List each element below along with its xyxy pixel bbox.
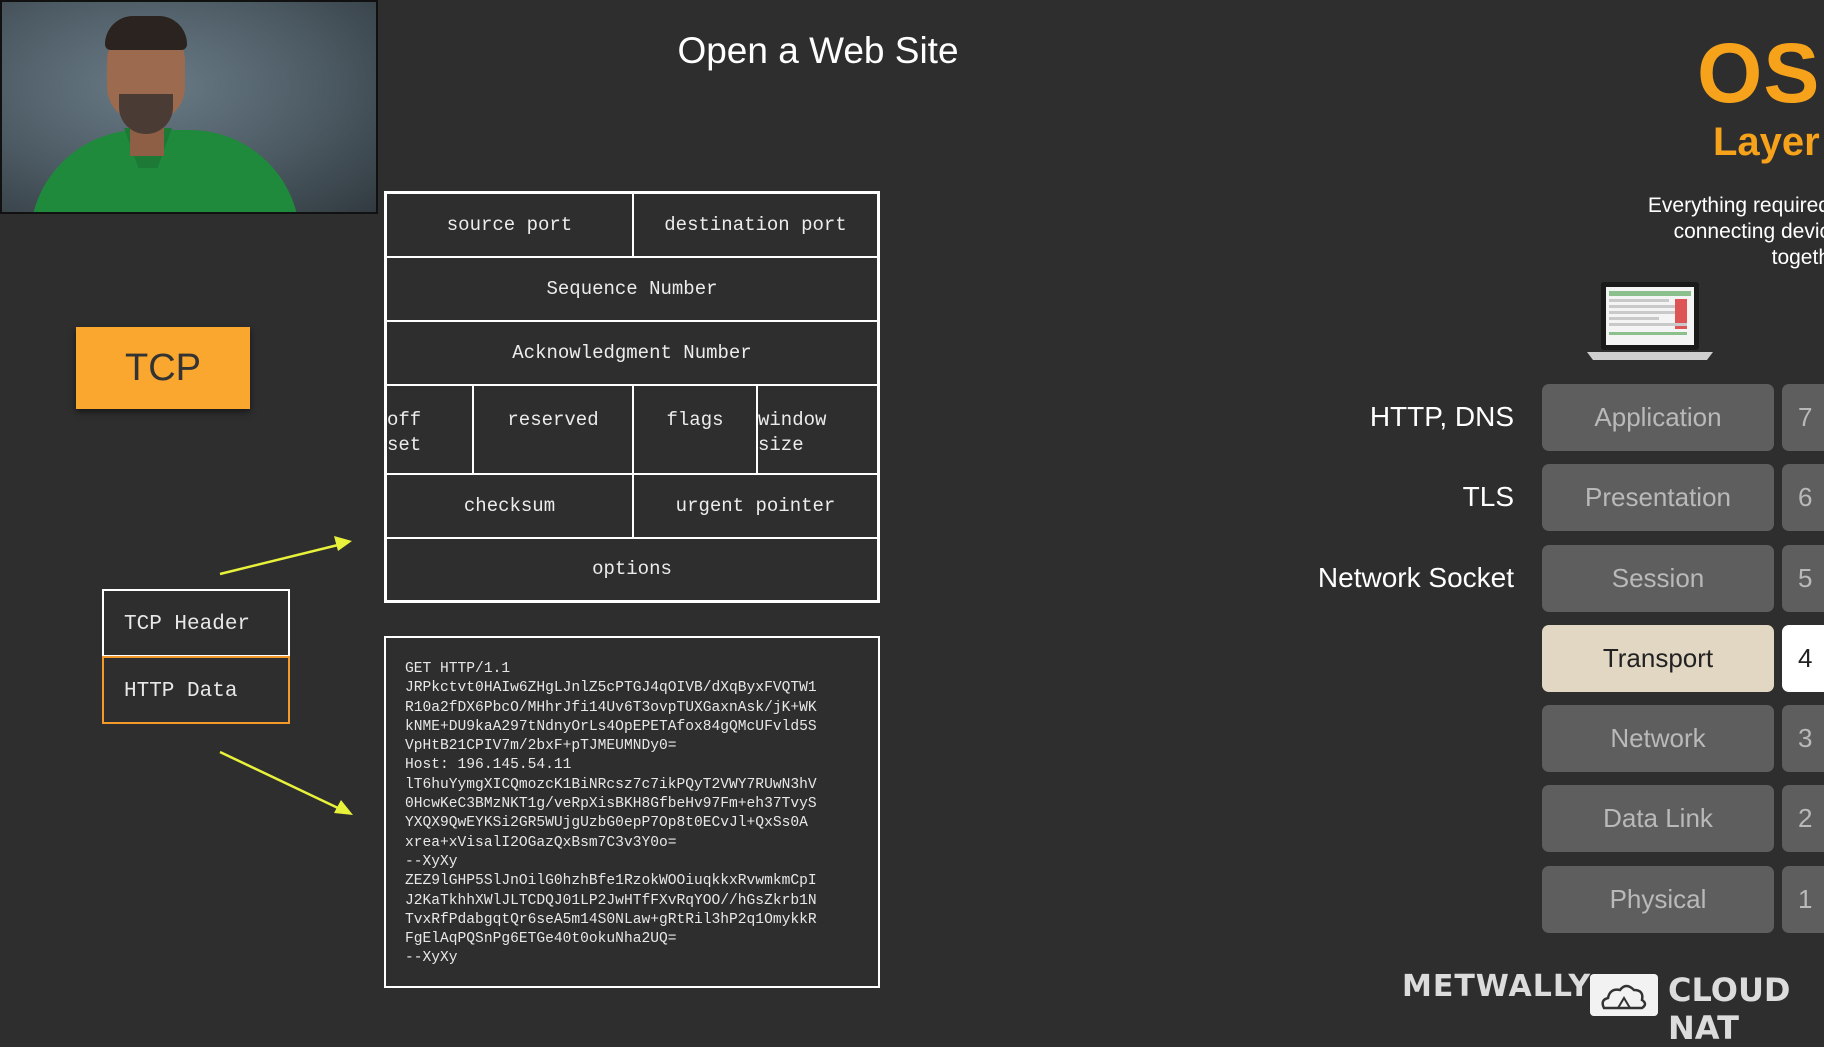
payload-line: --XyXy <box>405 950 458 967</box>
payload-line: R10a2fDX6PbcO/MHhrJfi14Uv6T3ovpTUXGaxnAs… <box>405 699 817 716</box>
payload-line: YXQX9QwEYKSi2GR5WUjgUzbG0epP7Op8t0ECvJl+… <box>405 815 808 832</box>
layer-application: Application <box>1542 384 1774 451</box>
destination-port-field: destination port <box>633 193 878 257</box>
payload-line: TvxRfPdabgqtQr6seA5m14S0NLaw+gRtRil3hP2q… <box>405 911 817 928</box>
tcp-label-box: TCP <box>76 327 250 409</box>
payload-line: Host: 196.145.54.11 <box>405 757 572 774</box>
tcp-header-table: source port destination port Sequence Nu… <box>384 191 880 603</box>
payload-line: ZEZ9lGHP5SlJnOilG0hzhBfe1RzokWOOiuqkkxRv… <box>405 873 817 890</box>
desc-line: togeth <box>1771 246 1824 269</box>
payload-line: lT6huYymgXICQmozcK1BiNRcsz7c7ikPQyT2VWY7… <box>405 776 817 793</box>
reserved-field: reserved <box>473 385 633 474</box>
cloud-logo-icon <box>1590 974 1658 1016</box>
window-line-2: size <box>758 434 804 456</box>
desc-line: connecting devic <box>1673 220 1824 243</box>
flags-field: flags <box>633 385 757 474</box>
payload-line: --XyXy <box>405 853 458 870</box>
layer-number: 5 <box>1782 545 1824 612</box>
osi-description: Everything required connecting devic tog… <box>1600 193 1824 271</box>
http-payload-box: GET HTTP/1.1 JRPkctvt0HAIw6ZHgLJnlZ5cPTG… <box>384 636 880 988</box>
payload-line: J2KaTkhhXWlJLTCDQJ01LP2JwHTfFXvRqYOO//hG… <box>405 892 817 909</box>
layer-network: Network <box>1542 705 1774 772</box>
acknowledgment-number-field: Acknowledgment Number <box>386 321 878 385</box>
options-field: options <box>386 538 878 601</box>
layer-number: 7 <box>1782 384 1824 451</box>
layer-number: 4 <box>1782 625 1824 692</box>
laptop-icon <box>1587 282 1713 360</box>
protocol-label: HTTP, DNS <box>1369 401 1514 432</box>
metwally-logo: METWALLY <box>1402 969 1592 1004</box>
payload-line: 0HcwKeC3BMzNKT1g/veRpXisBKH8GfbeHv97Fm+e… <box>405 796 817 813</box>
window-line-1: window <box>758 409 827 431</box>
arrow-to-payload <box>219 750 339 810</box>
window-size-field: window size <box>757 385 878 474</box>
source-port-field: source port <box>386 193 633 257</box>
arrow-to-header <box>219 543 339 576</box>
urgent-pointer-field: urgent pointer <box>633 474 878 538</box>
protocol-label: TLS <box>1462 481 1514 512</box>
slide-title: Open a Web Site <box>677 30 959 71</box>
layer-physical: Physical <box>1542 866 1774 933</box>
layer-transport: Transport <box>1542 625 1774 692</box>
layer-data-link: Data Link <box>1542 785 1774 852</box>
layer-session: Session <box>1542 545 1774 612</box>
offset-line-2: set <box>387 434 422 456</box>
protocol-label: Network Socket <box>1317 562 1514 593</box>
osi-title: OSI <box>1697 26 1824 120</box>
payload-line: xrea+xVisalI2OGazQxBsm7C3v3Y0o= <box>405 834 677 851</box>
arrow-head-icon <box>334 536 352 551</box>
pointer-arrows <box>219 536 353 815</box>
arrow-head-icon <box>334 800 353 815</box>
payload-line: JRPkctvt0HAIw6ZHgLJnlZ5cPTGJ4qOIVB/dXqBy… <box>405 680 817 697</box>
payload-line: VpHtB21CPIV7m/2bxF+pTJMEUMNDy0= <box>405 738 677 755</box>
osi-subtitle: Layer <box>1713 120 1820 164</box>
offset-line-1: off <box>387 409 422 431</box>
http-data-block: HTTP Data <box>102 656 290 724</box>
layer-number: 3 <box>1782 705 1824 772</box>
payload-line: FgElAqPQSnPg6ETGe40t0okuNha2UQ= <box>405 931 677 948</box>
webcam-video <box>0 0 378 214</box>
layer-number: 2 <box>1782 785 1824 852</box>
layer-presentation: Presentation <box>1542 464 1774 531</box>
cloud-native-logo: CLOUD NAT <box>1668 971 1791 1047</box>
checksum-field: checksum <box>386 474 633 538</box>
payload-line: kNME+DU9kaA297tNdnyOrLs4OpEPETAfox84gQMc… <box>405 718 817 735</box>
layer-number: 6 <box>1782 464 1824 531</box>
sequence-number-field: Sequence Number <box>386 257 878 321</box>
layer-number: 1 <box>1782 866 1824 933</box>
payload-line: GET HTTP/1.1 <box>405 661 511 677</box>
offset-field: off set <box>386 385 473 474</box>
desc-line: Everything required <box>1647 194 1824 217</box>
